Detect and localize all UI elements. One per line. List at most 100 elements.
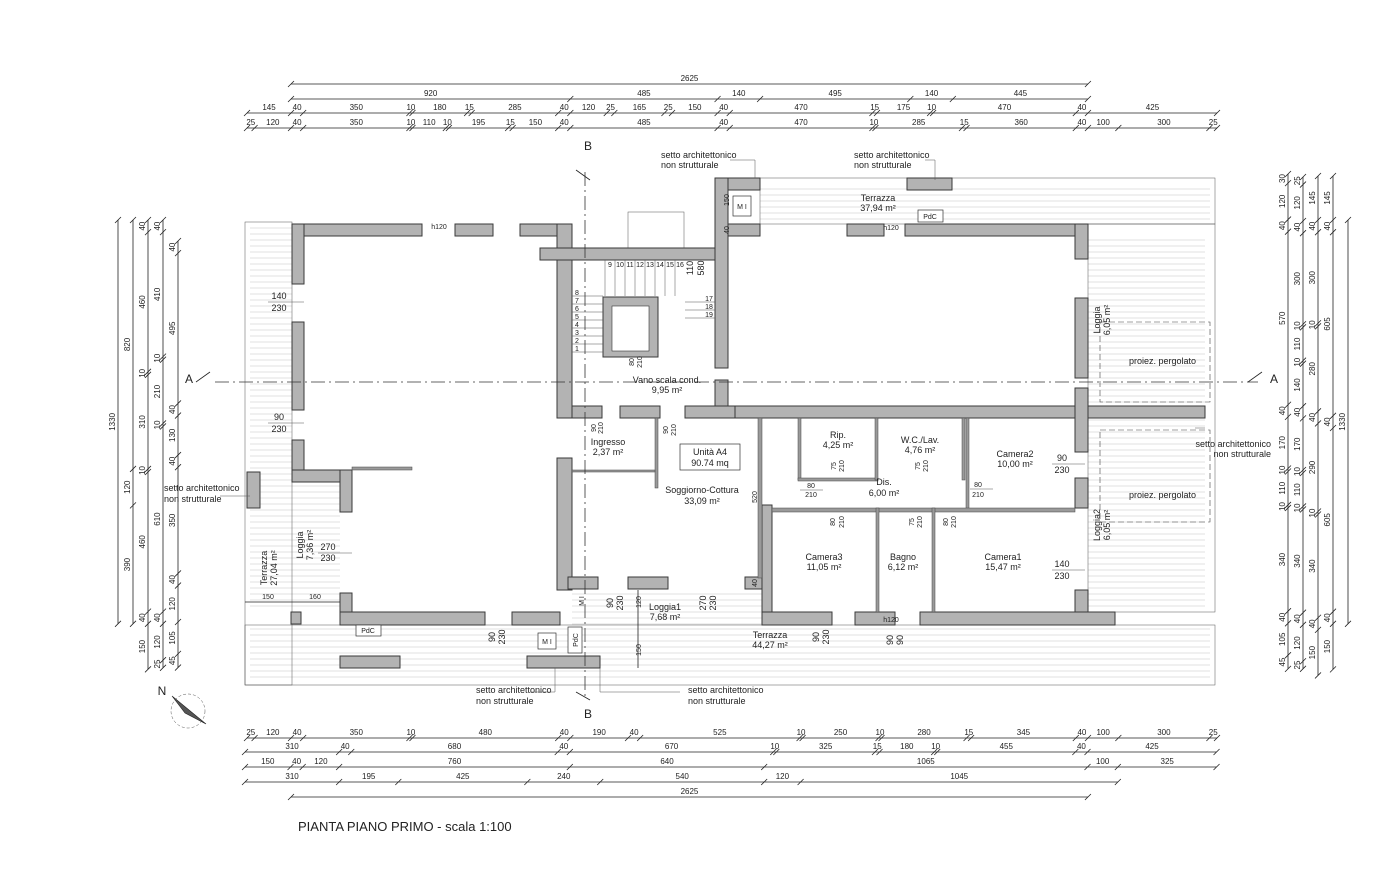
dimension-tick bbox=[174, 237, 182, 245]
dimension-tick bbox=[963, 124, 970, 132]
dimension-tick bbox=[1314, 216, 1322, 224]
wall bbox=[714, 177, 729, 369]
opening-width: 80 bbox=[830, 518, 837, 526]
dimension-tick bbox=[714, 95, 721, 103]
dimension-label: 120 bbox=[314, 757, 328, 766]
dimension-tick bbox=[554, 748, 561, 756]
local-dimension: 150 bbox=[262, 594, 274, 601]
h120-label: h120 bbox=[431, 224, 447, 231]
room-area: 6,00 m² bbox=[869, 488, 900, 498]
dimension-label: 40 bbox=[168, 575, 177, 584]
wall bbox=[539, 247, 716, 261]
dimension-tick bbox=[726, 124, 734, 132]
dimension-label: 40 bbox=[560, 118, 569, 127]
room-name: Loggia bbox=[295, 531, 305, 558]
dimension-label: 40 bbox=[1293, 614, 1302, 623]
dimension-label: 525 bbox=[713, 728, 727, 737]
dimension-tick bbox=[442, 124, 450, 132]
pergola-projection bbox=[1099, 429, 1211, 523]
north-arrow-icon bbox=[171, 695, 207, 725]
dimension-tick bbox=[1284, 228, 1292, 235]
compass-circle bbox=[170, 693, 206, 729]
dimension-tick bbox=[926, 109, 934, 117]
dimension-tick bbox=[241, 763, 249, 771]
dimension-tick bbox=[1072, 124, 1080, 132]
opening-width: 90 bbox=[663, 426, 670, 434]
dimension-label: 150 bbox=[261, 757, 275, 766]
room-name: Bagno bbox=[890, 552, 916, 562]
opening-fraction-lines bbox=[268, 301, 1085, 571]
dimension-tick bbox=[1329, 608, 1337, 615]
dimension-label: 15 bbox=[873, 742, 882, 751]
dimension-label: 100 bbox=[1096, 728, 1110, 737]
setto-note: non strutturale bbox=[688, 696, 746, 706]
dimension-tick bbox=[299, 124, 307, 132]
room-name: Loggia bbox=[1092, 306, 1102, 333]
stair-step-number: 17 bbox=[705, 296, 713, 303]
elevator-shaft bbox=[611, 305, 650, 352]
dimension-tick bbox=[869, 109, 876, 117]
dimension-tick bbox=[1084, 748, 1091, 756]
pdc-label: PdC bbox=[573, 633, 580, 647]
dimension-label: 310 bbox=[285, 742, 299, 751]
pdc-label: PdC bbox=[361, 628, 375, 635]
dimension-label: 130 bbox=[168, 428, 177, 442]
dimension-label: 470 bbox=[998, 103, 1012, 112]
wall bbox=[291, 223, 423, 237]
dimension-tick bbox=[554, 109, 562, 117]
setto-note: non strutturale bbox=[661, 160, 719, 170]
room-area: 4,76 m² bbox=[905, 445, 936, 455]
room-area: 4,25 m² bbox=[823, 440, 854, 450]
dimension-tick bbox=[933, 748, 941, 756]
wall bbox=[454, 223, 494, 237]
dimension-label: 40 bbox=[1278, 406, 1287, 415]
room-name: Dis. bbox=[876, 477, 892, 487]
dimension-tick bbox=[967, 734, 975, 742]
room-area: 33,09 m² bbox=[684, 496, 720, 506]
room-name: Loggia2 bbox=[1092, 509, 1102, 541]
dimension-tick bbox=[949, 95, 957, 103]
dimension-tick bbox=[144, 371, 152, 379]
dimension-tick bbox=[554, 734, 562, 742]
opening-width: 140 bbox=[1054, 559, 1069, 569]
dimension-tick bbox=[159, 423, 167, 430]
dimension-label: 10 bbox=[153, 353, 162, 362]
dimension-label: 40 bbox=[168, 242, 177, 251]
wall bbox=[761, 504, 773, 626]
room-area: 27,04 m² bbox=[269, 550, 279, 586]
dimension-tick bbox=[144, 368, 152, 376]
dimension-label: 10 bbox=[1293, 503, 1302, 512]
dimension-label: 10 bbox=[931, 742, 940, 751]
partition-wall bbox=[797, 477, 879, 482]
dimension-tick bbox=[299, 109, 307, 117]
opening-height: 230 bbox=[708, 595, 718, 610]
dimension-tick bbox=[1206, 734, 1213, 742]
wall bbox=[1074, 477, 1089, 509]
stair-step-number: 7 bbox=[575, 298, 579, 305]
wall bbox=[1074, 297, 1089, 379]
unit-name: Unità A4 bbox=[693, 447, 727, 457]
dimension-tick bbox=[1329, 228, 1337, 236]
dimension-tick bbox=[129, 620, 137, 628]
unit-box bbox=[679, 443, 741, 471]
dimension-label: 10 bbox=[406, 103, 415, 112]
dimension-label: 40 bbox=[1293, 407, 1302, 416]
dimension-label: 40 bbox=[1077, 118, 1086, 127]
h120-label: h120 bbox=[883, 617, 899, 624]
dimension-tick bbox=[287, 763, 294, 771]
stair-step-number: 14 bbox=[656, 262, 664, 269]
dimension-label: 150 bbox=[1323, 639, 1332, 653]
dimension-tick bbox=[726, 109, 734, 117]
dimension-label: 150 bbox=[529, 118, 543, 127]
dimension-tick bbox=[869, 124, 876, 132]
dimension-tick bbox=[129, 465, 137, 473]
dimension-tick bbox=[1284, 504, 1292, 512]
dimension-label: 40 bbox=[293, 118, 302, 127]
dimension-label: 455 bbox=[1000, 742, 1014, 751]
dimension-tick bbox=[1213, 109, 1221, 117]
dimension-label: 110 bbox=[423, 118, 436, 127]
room-name: Camera1 bbox=[984, 552, 1021, 562]
room-area: 9,95 m² bbox=[652, 385, 683, 395]
dimension-label: 140 bbox=[1293, 378, 1302, 392]
dimension-label: 310 bbox=[138, 415, 147, 429]
